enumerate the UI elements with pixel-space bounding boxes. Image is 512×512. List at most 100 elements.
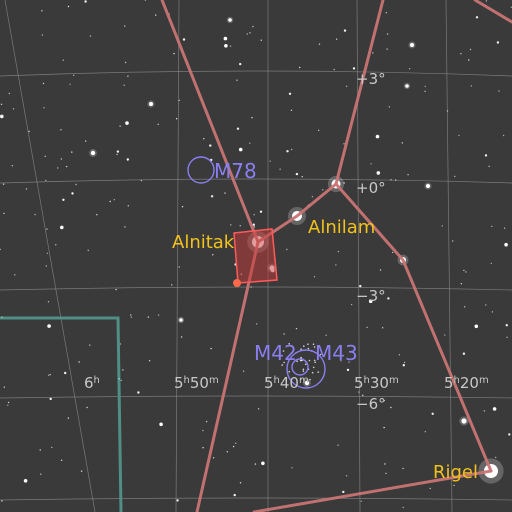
background-star — [8, 92, 10, 95]
background-star — [387, 297, 390, 300]
background-star — [261, 461, 265, 466]
background-star — [202, 447, 204, 449]
background-star — [182, 38, 186, 41]
cluster-star — [282, 350, 285, 352]
background-star — [232, 445, 235, 448]
background-star — [239, 225, 241, 227]
background-star — [14, 274, 16, 276]
background-star — [124, 25, 126, 27]
background-star — [127, 75, 129, 77]
background-star — [130, 314, 132, 316]
background-star — [178, 266, 180, 268]
background-star — [159, 422, 163, 427]
background-star — [155, 14, 157, 16]
background-star — [386, 33, 389, 35]
dso-label-m43[interactable]: M43 — [315, 341, 358, 365]
background-star — [242, 370, 245, 372]
background-star — [41, 34, 44, 36]
background-star — [468, 59, 470, 61]
dec-grid-line — [0, 395, 512, 399]
background-star — [290, 148, 293, 151]
background-star — [78, 361, 80, 363]
star — [228, 18, 232, 22]
star — [90, 150, 96, 156]
dec-label-minus3: −3° — [356, 287, 386, 305]
selection-box — [233, 228, 278, 284]
background-star — [313, 276, 316, 278]
background-star — [116, 150, 120, 153]
star-label-alnitak[interactable]: Alnitak — [172, 232, 235, 253]
background-star — [3, 212, 5, 215]
background-star — [45, 265, 47, 267]
background-star — [147, 316, 150, 318]
star-label-rigel[interactable]: Rigel — [433, 462, 479, 483]
background-star — [383, 399, 385, 402]
background-star — [295, 172, 299, 176]
background-star — [202, 429, 204, 432]
background-star — [318, 129, 320, 131]
background-star — [209, 144, 212, 147]
background-star — [236, 127, 240, 130]
background-star — [89, 344, 91, 346]
background-star — [277, 345, 279, 347]
star-label-alnilam[interactable]: Alnilam — [308, 217, 376, 238]
background-star — [51, 446, 53, 449]
background-star — [458, 134, 460, 137]
background-star — [390, 406, 392, 409]
background-star — [407, 174, 409, 176]
background-star — [86, 406, 88, 409]
background-star — [226, 451, 228, 453]
background-star — [65, 165, 68, 168]
background-star — [39, 449, 41, 451]
background-star — [508, 433, 511, 436]
background-star — [322, 189, 324, 191]
background-star — [444, 334, 446, 336]
background-star — [283, 333, 285, 335]
background-star — [47, 301, 50, 303]
cluster-star — [303, 345, 305, 347]
background-star — [48, 374, 50, 376]
background-star — [140, 179, 143, 182]
background-star — [235, 442, 237, 444]
background-star — [446, 110, 449, 112]
background-star — [80, 470, 83, 472]
background-star — [402, 467, 404, 470]
background-star — [71, 151, 73, 153]
background-star — [333, 68, 335, 71]
cluster-star — [281, 364, 284, 366]
background-star — [203, 138, 205, 140]
background-star — [157, 314, 160, 316]
constellation-line — [252, 469, 493, 512]
background-star — [126, 158, 129, 161]
background-star — [113, 199, 116, 201]
background-star — [67, 417, 70, 419]
background-star — [47, 324, 51, 328]
background-star — [299, 66, 301, 69]
cluster-star — [303, 379, 305, 381]
background-star — [236, 79, 238, 81]
background-star — [395, 179, 397, 181]
background-star — [502, 134, 505, 137]
cluster-star — [302, 368, 305, 371]
background-star — [375, 134, 380, 139]
cluster-star — [288, 370, 291, 373]
background-star — [343, 182, 345, 184]
background-star — [157, 123, 159, 126]
dec-grid-line — [0, 286, 512, 291]
background-star — [376, 171, 381, 175]
background-star — [337, 250, 340, 253]
background-star — [144, 0, 146, 1]
background-star — [424, 85, 426, 88]
selection-marker — [233, 228, 278, 287]
dso-label-m42[interactable]: M42 — [254, 341, 297, 365]
dso-label-m78[interactable]: M78 — [214, 159, 257, 183]
background-star — [84, 0, 87, 3]
background-star — [345, 85, 348, 88]
background-star — [295, 327, 298, 330]
background-star — [224, 44, 228, 48]
ra-grid-line — [356, 0, 361, 512]
background-star — [120, 379, 122, 382]
background-star — [408, 68, 411, 70]
